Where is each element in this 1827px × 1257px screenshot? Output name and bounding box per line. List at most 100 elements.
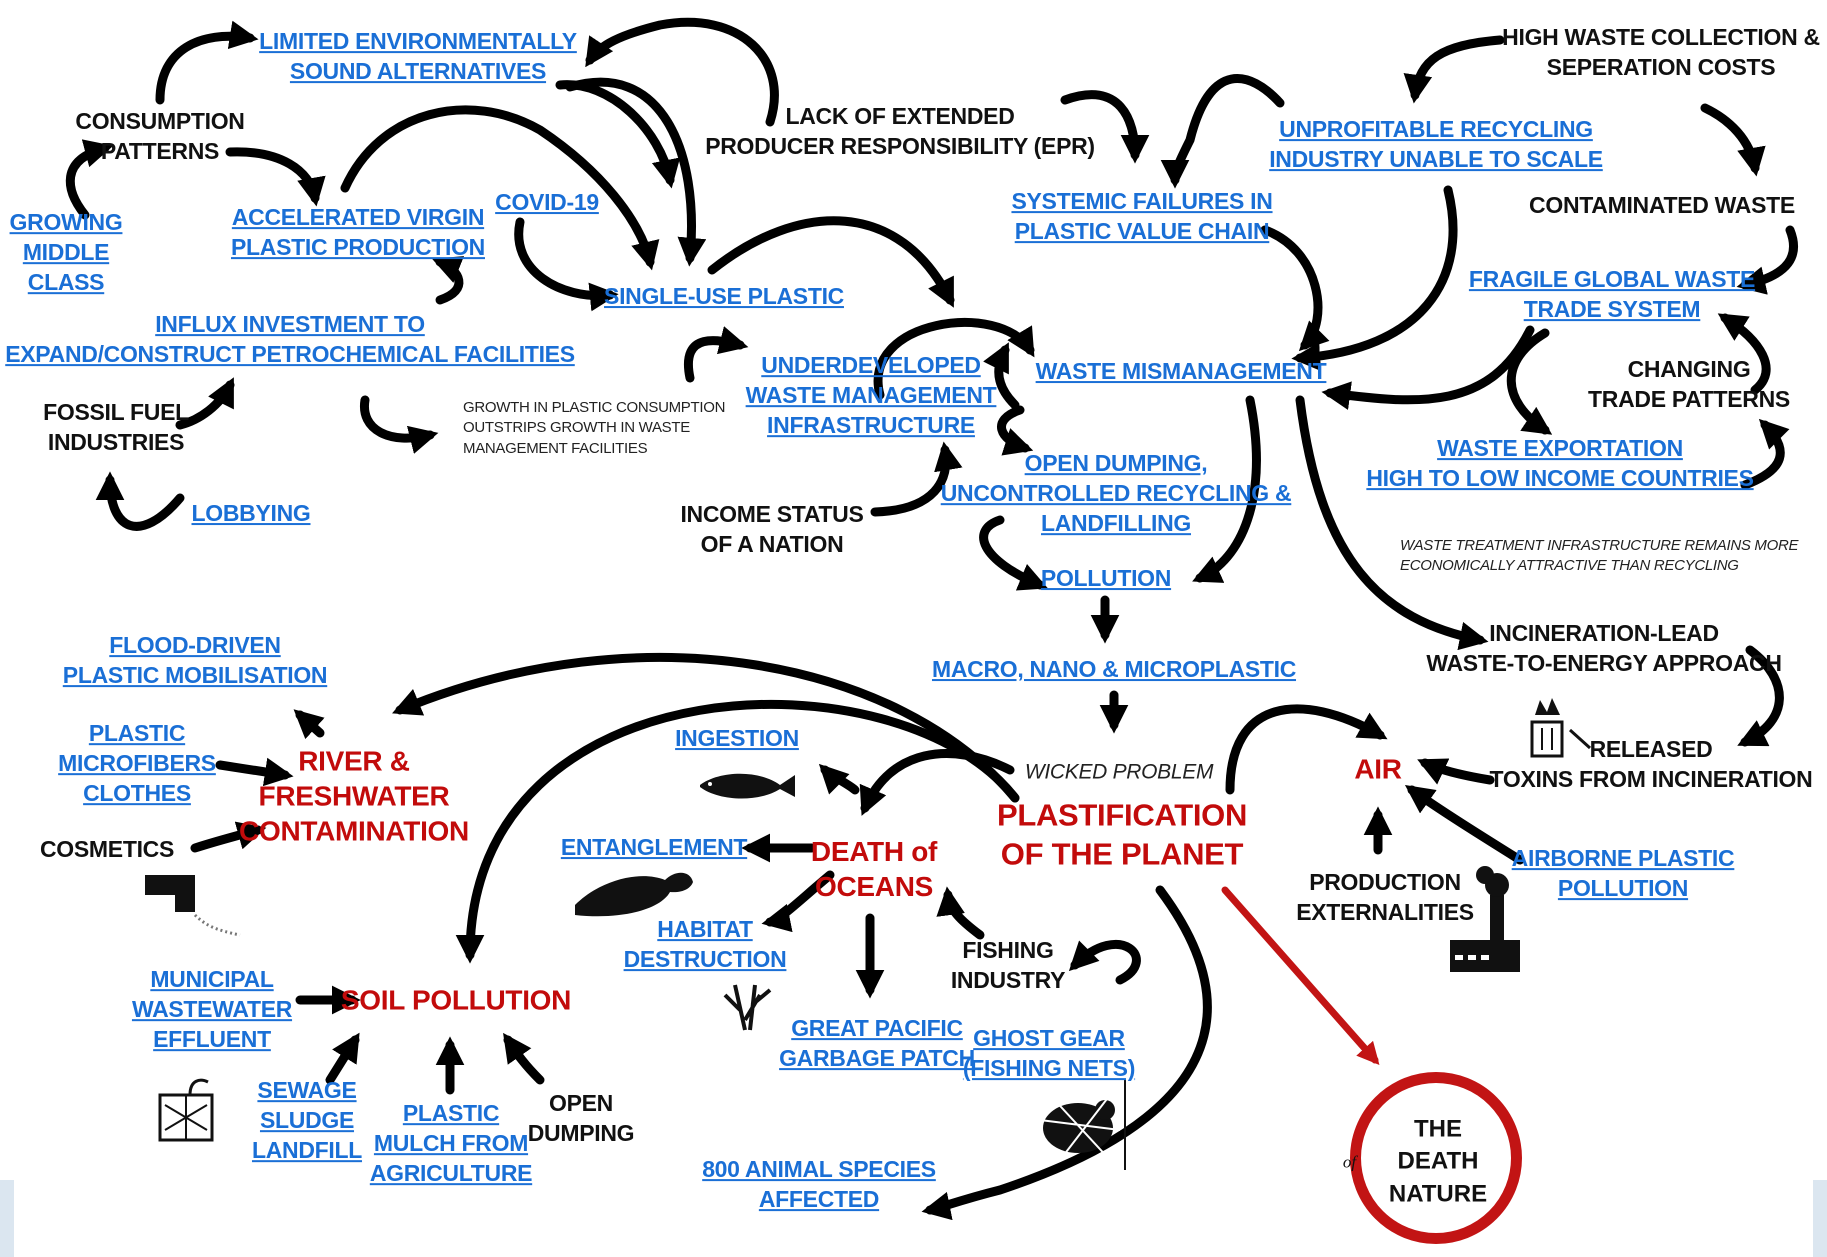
node-sewage-line: SEWAGE: [257, 1077, 357, 1104]
node-air-line: AIR: [1354, 753, 1402, 785]
node-accelerated-virgin-line: PLASTIC PRODUCTION: [231, 234, 485, 260]
annotation-line: OUTSTRIPS GROWTH IN WASTE: [463, 419, 690, 437]
node-great-pacific-line: GARBAGE PATCH: [779, 1045, 975, 1071]
node-growing-middle-class-line: CLASS: [27, 268, 105, 295]
node-pollution[interactable]: POLLUTION: [1041, 564, 1171, 594]
causal-arrow: [921, 885, 1212, 1221]
node-open-dumping-top-line: OPEN DUMPING,: [1024, 450, 1208, 477]
node-lobbying[interactable]: LOBBYING: [192, 499, 311, 529]
node-open-dumping-soil-line: OPEN: [549, 1090, 613, 1117]
node-limited-alternatives-line: LIMITED ENVIRONMENTALLY: [259, 28, 577, 55]
node-consumption-patterns: CONSUMPTION PATTERNS: [75, 107, 245, 167]
node-plastic-mulch-line: MULCH FROM: [373, 1130, 529, 1157]
node-municipal-line: EFFLUENT: [153, 1025, 271, 1052]
causal-arrow: [1068, 940, 1141, 985]
node-accelerated-virgin-line: ACCELERATED VIRGIN: [231, 204, 485, 231]
node-plastic-mulch-line: PLASTIC: [402, 1100, 500, 1127]
annotation-line: GROWTH IN PLASTIC CONSUMPTION: [463, 399, 726, 416]
node-unprofitable-recycling-line: INDUSTRY UNABLE TO SCALE: [1269, 146, 1603, 172]
death-nature-line-2: DEATH: [1397, 1147, 1479, 1175]
causal-arrow: [683, 326, 749, 383]
node-ghost-gear[interactable]: GHOST GEAR(FISHING NETS): [963, 1024, 1135, 1084]
causal-arrow: [983, 342, 1020, 410]
causal-arrow: [1736, 225, 1798, 295]
node-sewage-line: LANDFILL: [251, 1136, 363, 1163]
node-macro-nano[interactable]: MACRO, NANO & MICROPLASTIC: [932, 655, 1296, 685]
causal-arrow: [936, 886, 985, 940]
node-municipal-line: MUNICIPAL: [150, 966, 274, 993]
causal-arrow: [818, 763, 860, 795]
node-covid-line: COVID-19: [495, 189, 599, 216]
node-consumption-patterns-line: PATTERNS: [100, 138, 220, 164]
causal-arrow: [1295, 395, 1489, 651]
node-underdeveloped-line: UNDERDEVELOPED: [761, 352, 981, 379]
node-changing-trade-line: CHANGING: [1627, 356, 1751, 383]
causal-arrow: [215, 757, 294, 787]
node-ghost-gear-line: (FISHING NETS): [962, 1055, 1136, 1081]
node-plastic-mulch-line: AGRICULTURE: [369, 1159, 533, 1186]
node-consumption-patterns-line: CONSUMPTION: [75, 108, 245, 135]
causal-arrow-red: [1221, 886, 1380, 1066]
factory-icon: [1450, 866, 1520, 972]
causal-arrow: [859, 749, 1015, 816]
node-plastic-microfibers-line: CLOTHES: [83, 779, 191, 806]
annotation-line: WASTE TREATMENT INFRASTRUCTURE REMAINS M…: [1400, 537, 1799, 554]
node-contaminated-waste: CONTAMINATED WASTE: [1529, 191, 1795, 221]
causal-arrow: [1740, 418, 1790, 490]
node-single-use[interactable]: SINGLE-USE PLASTIC: [604, 282, 844, 312]
causal-arrow: [431, 256, 465, 305]
node-unprofitable-recycling-line: UNPROFITABLE RECYCLING: [1279, 116, 1593, 143]
causal-arrow: [997, 405, 1034, 456]
node-soil: SOIL POLLUTION: [341, 983, 571, 1018]
node-wicked-problem-line: WICKED PROBLEM: [1024, 760, 1214, 784]
node-flood-driven-line: FLOOD-DRIVEN: [109, 632, 281, 659]
node-ingestion[interactable]: INGESTION: [675, 724, 799, 754]
node-unprofitable-recycling[interactable]: UNPROFITABLE RECYCLING INDUSTRY UNABLE TO…: [1269, 115, 1603, 175]
node-waste-mismanagement-line: WASTE MISMANAGEMENT: [1035, 358, 1327, 385]
seal-icon: [575, 872, 693, 917]
annotation-growth-note: GROWTH IN PLASTIC CONSUMPTION OUTSTRIPS G…: [463, 398, 725, 459]
node-death-oceans-line: DEATH of: [810, 836, 938, 867]
node-entanglement-line: ENTANGLEMENT: [560, 834, 748, 861]
node-pollution-line: POLLUTION: [1040, 565, 1172, 592]
node-covid[interactable]: COVID-19: [495, 188, 599, 218]
causal-arrow: [585, 17, 779, 127]
node-wicked-problem: WICKED PROBLEM: [1024, 758, 1214, 785]
node-high-waste-costs: HIGH WASTE COLLECTION &SEPERATION COSTS: [1502, 23, 1820, 83]
node-open-dumping-top[interactable]: OPEN DUMPING,UNCONTROLLED RECYCLING &LAN…: [941, 449, 1292, 539]
node-accelerated-virgin[interactable]: ACCELERATED VIRGIN PLASTIC PRODUCTION: [231, 203, 485, 263]
node-waste-mismanagement[interactable]: WASTE MISMANAGEMENT: [1036, 357, 1327, 387]
causal-arrow: [175, 377, 235, 430]
node-underdeveloped-line: WASTE MANAGEMENT: [745, 382, 997, 409]
causal-arrow: [1417, 758, 1495, 785]
causal-arrow: [340, 105, 660, 271]
node-entanglement[interactable]: ENTANGLEMENT: [560, 833, 748, 863]
causal-arrow: [1225, 704, 1388, 795]
node-open-dumping-top-line: LANDFILLING: [1040, 509, 1192, 536]
causal-arrow: [979, 515, 1048, 591]
node-waste-exportation-line: WASTE EXPORTATION: [1437, 435, 1683, 462]
annotation-line: ECONOMICALLY ATTRACTIVE THAN RECYCLING: [1400, 557, 1739, 575]
